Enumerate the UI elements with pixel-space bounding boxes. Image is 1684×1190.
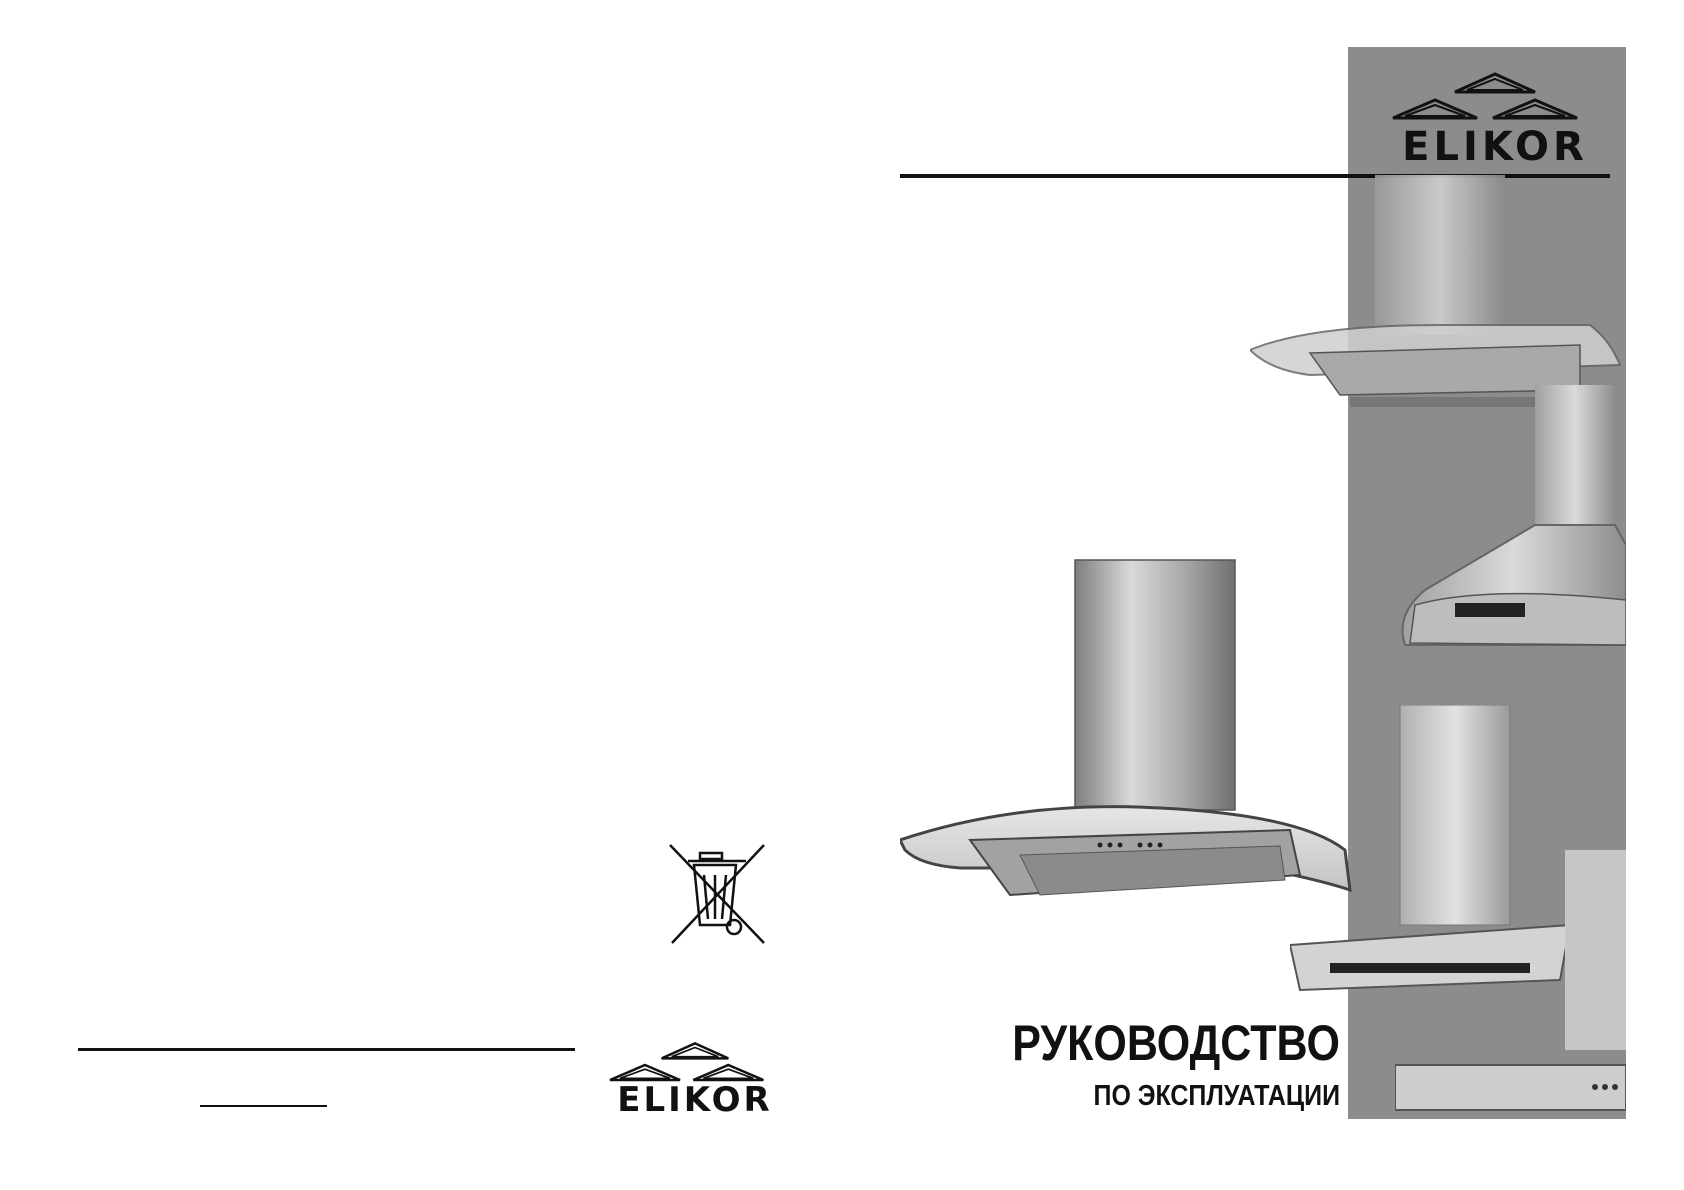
footer-rule-long [78,1048,575,1051]
brand-name-top: ELIKOR [1375,124,1615,170]
brand-logo-bottom: ELIKOR [595,1040,795,1120]
cover-subtitle: ПО ЭКСПЛУАТАЦИИ [962,1082,1340,1111]
roof-triangles-logo-icon [1375,70,1615,130]
brand-logo-top: ELIKOR [1375,70,1615,170]
hood-photo-main-glass [900,550,1360,930]
brand-name-bottom: ELIKOR [595,1080,795,1120]
footer-rule-short [200,1105,327,1107]
cover-title: РУКОВОДСТВО [962,1018,1340,1068]
hood-photo-dome [1395,375,1626,665]
crossed-out-wheelie-bin-icon [668,843,768,947]
hood-photo-box [1395,850,1626,1120]
